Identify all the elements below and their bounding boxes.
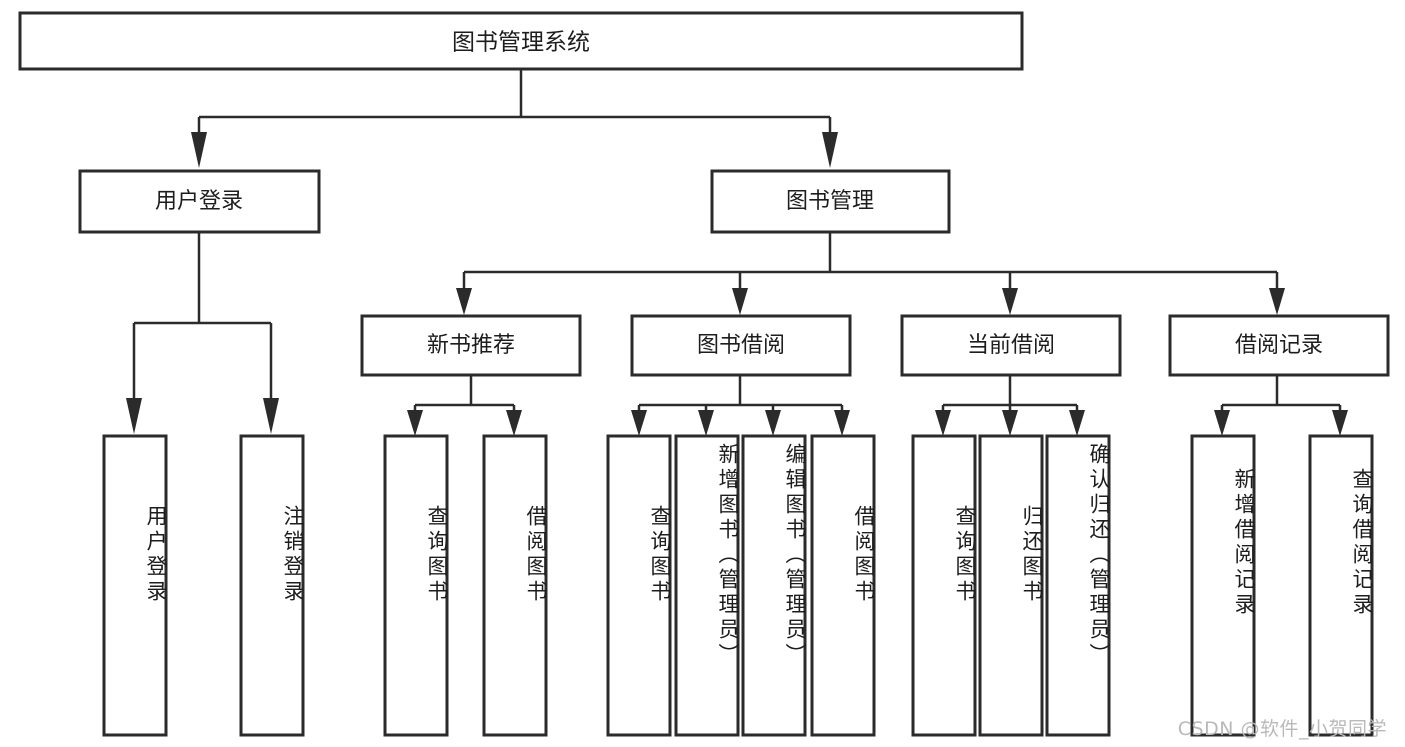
node-borrow-record[interactable]: 借阅记录 [1168, 314, 1390, 377]
arrow-head-icon [1332, 410, 1348, 436]
arrow-head-icon [263, 398, 279, 434]
node-current-borrow-label: 当前借阅 [967, 333, 1055, 358]
node-new-book-recommend[interactable]: 新书推荐 [360, 314, 582, 377]
node-new-book-recommend-box [360, 314, 582, 377]
node-book-borrow[interactable]: 图书借阅 [630, 314, 852, 377]
node-current-borrow[interactable]: 当前借阅 [900, 314, 1122, 377]
arrow-head-icon [1214, 410, 1230, 436]
node-book-management[interactable]: 图书管理 [710, 169, 951, 234]
watermark-text: CSDN @软件_小贺同学 [1177, 718, 1387, 740]
arrow-head-icon [506, 410, 522, 436]
arrow-head-icon [126, 398, 142, 434]
node-book-management-box [710, 169, 951, 234]
connector-newbook-to-leaves [407, 375, 522, 436]
arrow-head-icon [698, 410, 714, 436]
leaf-box-book-borrow-3[interactable] [741, 434, 807, 737]
arrow-head-icon [407, 410, 423, 436]
connector-userlogin-to-leaves [126, 233, 279, 434]
leaf-box-borrow-record-2[interactable] [1308, 434, 1374, 737]
arrow-head-icon [935, 410, 951, 436]
arrow-head-icon [456, 288, 472, 315]
connector-bookborrow-to-leaves [631, 375, 850, 436]
node-root-system[interactable]: 图书管理系统 [18, 11, 1024, 71]
leaf-box-user-login-2[interactable] [239, 434, 305, 737]
node-user-login[interactable]: 用户登录 [78, 169, 321, 234]
node-current-borrow-box [900, 314, 1122, 377]
arrow-head-icon [191, 132, 207, 168]
leaf-box-current-borrow-3[interactable] [1045, 434, 1111, 737]
node-borrow-record-box [1168, 314, 1390, 377]
node-book-borrow-box [630, 314, 852, 377]
node-book-borrow-label: 图书借阅 [697, 333, 785, 358]
leaf-box-current-borrow-2[interactable] [978, 434, 1044, 737]
leaf-box-new-book-2[interactable] [482, 434, 548, 737]
leaf-box-user-login-1[interactable] [102, 434, 168, 737]
node-user-login-box [78, 169, 321, 234]
node-user-login-label: 用户登录 [155, 189, 243, 214]
connector-currentborrow-to-leaves [935, 375, 1085, 436]
node-root-box [18, 11, 1024, 71]
arrow-head-icon [1002, 288, 1018, 315]
arrow-head-icon [834, 410, 850, 436]
arrow-head-icon [631, 410, 647, 436]
node-new-book-recommend-label: 新书推荐 [427, 333, 515, 358]
leaf-box-book-borrow-1[interactable] [606, 434, 672, 737]
node-book-management-label: 图书管理 [786, 189, 874, 214]
leaf-box-book-borrow-4[interactable] [810, 434, 876, 737]
node-borrow-record-label: 借阅记录 [1235, 333, 1323, 358]
arrow-head-icon [1269, 288, 1285, 315]
leaf-box-borrow-record-1[interactable] [1190, 434, 1256, 737]
arrow-head-icon [1069, 410, 1085, 436]
arrow-head-icon [1002, 410, 1018, 436]
connector-root-to-level2 [191, 69, 838, 168]
arrow-head-icon [765, 410, 781, 436]
connector-bookmgmt-to-level3 [456, 233, 1285, 315]
arrow-head-icon [732, 288, 748, 315]
leaf-box-current-borrow-1[interactable] [911, 434, 977, 737]
node-root-label: 图书管理系统 [452, 30, 590, 56]
leaf-box-book-borrow-2[interactable] [674, 434, 740, 737]
connector-borrowrecord-to-leaves [1214, 375, 1348, 436]
leaf-box-new-book-1[interactable] [383, 434, 449, 737]
arrow-head-icon [822, 132, 838, 168]
